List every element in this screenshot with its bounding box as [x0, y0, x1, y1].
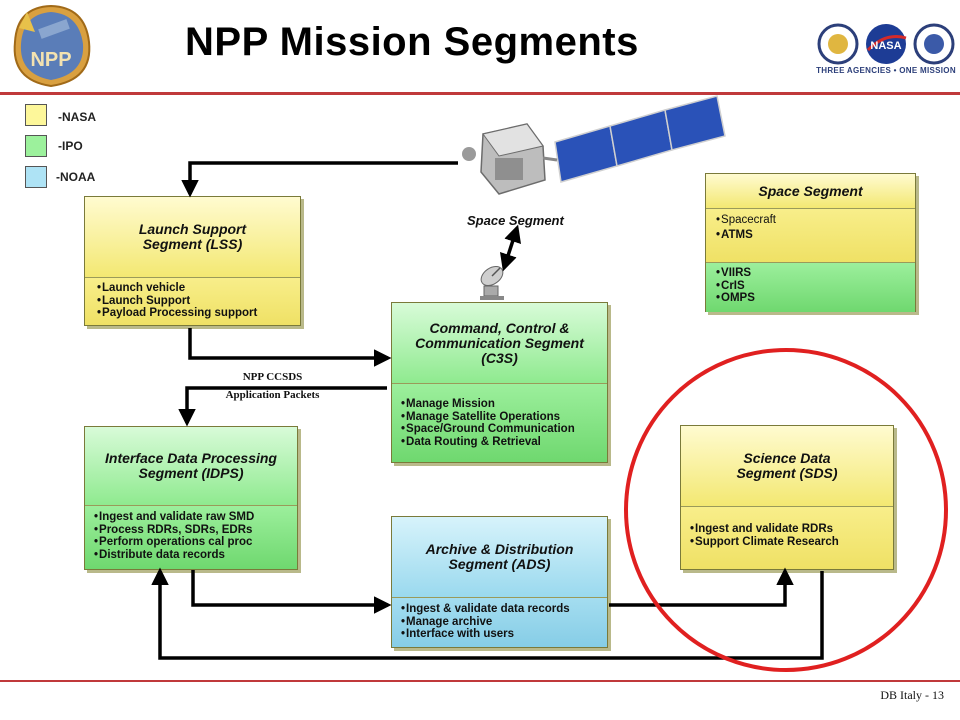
ads-title-line2: Segment (ADS)	[448, 556, 551, 572]
ads-title-line1: Archive & Distribution	[425, 541, 574, 557]
space-segment-box: Space Segment Spacecraft ATMS VIIRS CrIS…	[705, 173, 916, 312]
legend-swatch-noaa	[25, 166, 47, 188]
satellite-label: Space Segment	[467, 213, 564, 228]
ccsds-note-line2: Application Packets	[225, 389, 320, 401]
c3s-title: Command, Control & Communication Segment…	[392, 303, 607, 383]
idps-body: Ingest and validate raw SMD Process RDRs…	[85, 505, 297, 569]
sds-box: Science Data Segment (SDS) Ingest and va…	[680, 425, 894, 570]
lss-item: Launch vehicle	[97, 282, 300, 295]
ads-item: Manage archive	[401, 616, 607, 629]
agency-seals: NASA THREE AGENCIES • ONE MISSION	[816, 22, 956, 82]
header-rule	[0, 92, 960, 95]
c3s-title-line2: Communication Segment	[415, 334, 584, 351]
lss-title-line2: Segment (LSS)	[142, 236, 243, 252]
idps-title-line1: Interface Data Processing	[105, 450, 277, 466]
idps-title: Interface Data Processing Segment (IDPS)	[85, 427, 297, 505]
c3s-body: Manage Mission Manage Satellite Operatio…	[392, 383, 607, 462]
c3s-box: Command, Control & Communication Segment…	[391, 302, 608, 463]
space-segment-item: VIIRS	[716, 267, 915, 280]
c3s-title-line3: (C3S)	[481, 349, 518, 366]
lss-item: Launch Support	[97, 295, 300, 308]
footer-slide-label: DB Italy - 13	[880, 688, 944, 702]
sds-title-line2: Segment (SDS)	[736, 465, 838, 481]
ads-item: Interface with users	[401, 628, 607, 641]
idps-item: Process RDRs, SDRs, EDRs	[94, 524, 297, 537]
c3s-item: Manage Satellite Operations	[401, 411, 607, 424]
sds-item: Support Climate Research	[690, 536, 893, 549]
agencies-tagline: THREE AGENCIES • ONE MISSION	[816, 66, 956, 75]
c3s-item: Data Routing & Retrieval	[401, 436, 607, 449]
lss-body: Launch vehicle Launch Support Payload Pr…	[85, 277, 300, 325]
footer-rule	[0, 680, 960, 682]
ads-box: Archive & Distribution Segment (ADS) Ing…	[391, 516, 608, 648]
arrow-idps-to-ads	[191, 570, 392, 614]
sds-title-line1: Science Data	[743, 450, 831, 466]
space-segment-title: Space Segment	[706, 174, 915, 208]
space-segment-item: OMPS	[716, 292, 915, 305]
legend-swatch-ipo	[25, 135, 47, 157]
satellite-icon	[455, 94, 730, 214]
idps-box: Interface Data Processing Segment (IDPS)…	[84, 426, 298, 570]
ccsds-note: NPP CCSDS Application Packets	[205, 368, 340, 404]
legend-label-nasa: -NASA	[58, 110, 96, 124]
svg-text:NASA: NASA	[870, 40, 901, 52]
npp-logo-text: NPP	[30, 49, 71, 71]
lss-title-line1: Launch Support	[138, 221, 247, 237]
lss-item: Payload Processing support	[97, 307, 300, 320]
idps-item: Ingest and validate raw SMD	[94, 511, 297, 524]
c3s-item: Manage Mission	[401, 398, 607, 411]
space-segment-ipo-part: VIIRS CrIS OMPS	[706, 262, 915, 312]
idps-title-line2: Segment (IDPS)	[138, 465, 244, 481]
ccsds-note-line1: NPP CCSDS	[242, 371, 303, 383]
legend-label-noaa: -NOAA	[56, 170, 96, 184]
space-segment-item: CrIS	[716, 280, 915, 293]
space-segment-item: ATMS	[716, 228, 915, 243]
legend-swatch-nasa	[25, 104, 47, 126]
c3s-title-line1: Command, Control &	[429, 319, 570, 336]
page-title: NPP Mission Segments	[185, 20, 639, 64]
ads-item: Ingest & validate data records	[401, 603, 607, 616]
arrow-lss-to-c3s	[188, 328, 392, 367]
ads-title: Archive & Distribution Segment (ADS)	[392, 517, 607, 597]
sds-title: Science Data Segment (SDS)	[681, 426, 893, 506]
space-segment-nasa-part: Spacecraft ATMS	[706, 208, 915, 262]
sds-body: Ingest and validate RDRs Support Climate…	[681, 506, 893, 569]
lss-box: Launch Support Segment (LSS) Launch vehi…	[84, 196, 301, 326]
c3s-item: Space/Ground Communication	[401, 423, 607, 436]
nasa-meatball-icon	[866, 24, 906, 64]
space-segment-item: Spacecraft	[716, 213, 915, 228]
legend-label-ipo: -IPO	[58, 139, 83, 153]
ads-body: Ingest & validate data records Manage ar…	[392, 597, 607, 647]
arrow-satellite-to-lss	[181, 161, 458, 198]
idps-item: Perform operations cal proc	[94, 536, 297, 549]
arrow-ads-to-sds	[609, 567, 794, 607]
sds-item: Ingest and validate RDRs	[690, 523, 893, 536]
lss-title: Launch Support Segment (LSS)	[85, 197, 300, 277]
npp-project-logo: NPP	[5, 2, 97, 88]
ground-antenna-icon	[478, 262, 512, 302]
idps-item: Distribute data records	[94, 549, 297, 562]
